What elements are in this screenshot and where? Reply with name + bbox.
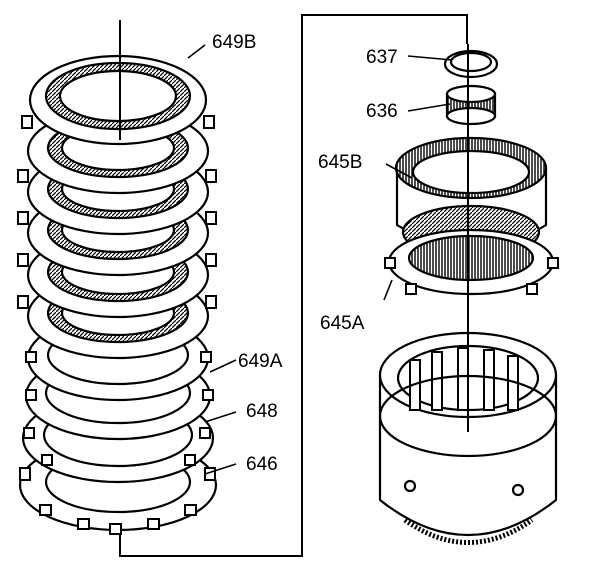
part-637-ring <box>443 49 499 79</box>
leader-lines <box>187 44 453 475</box>
label-636: 636 <box>366 101 398 122</box>
plate-649b <box>21 54 215 146</box>
part-636-bearing <box>445 84 497 126</box>
label-645b: 645B <box>318 152 363 173</box>
part-645a-plate <box>384 228 559 296</box>
assembly-connector-line <box>119 14 468 557</box>
label-646: 646 <box>246 454 278 475</box>
plate-stack-middle <box>17 107 217 360</box>
label-648: 648 <box>246 401 278 422</box>
label-649a: 649A <box>238 351 283 372</box>
left-clutch-plate-stack <box>17 20 218 535</box>
label-645a: 645A <box>320 313 365 334</box>
label-637: 637 <box>366 47 398 68</box>
right-assembly <box>378 44 559 545</box>
label-649b: 649B <box>212 32 257 53</box>
